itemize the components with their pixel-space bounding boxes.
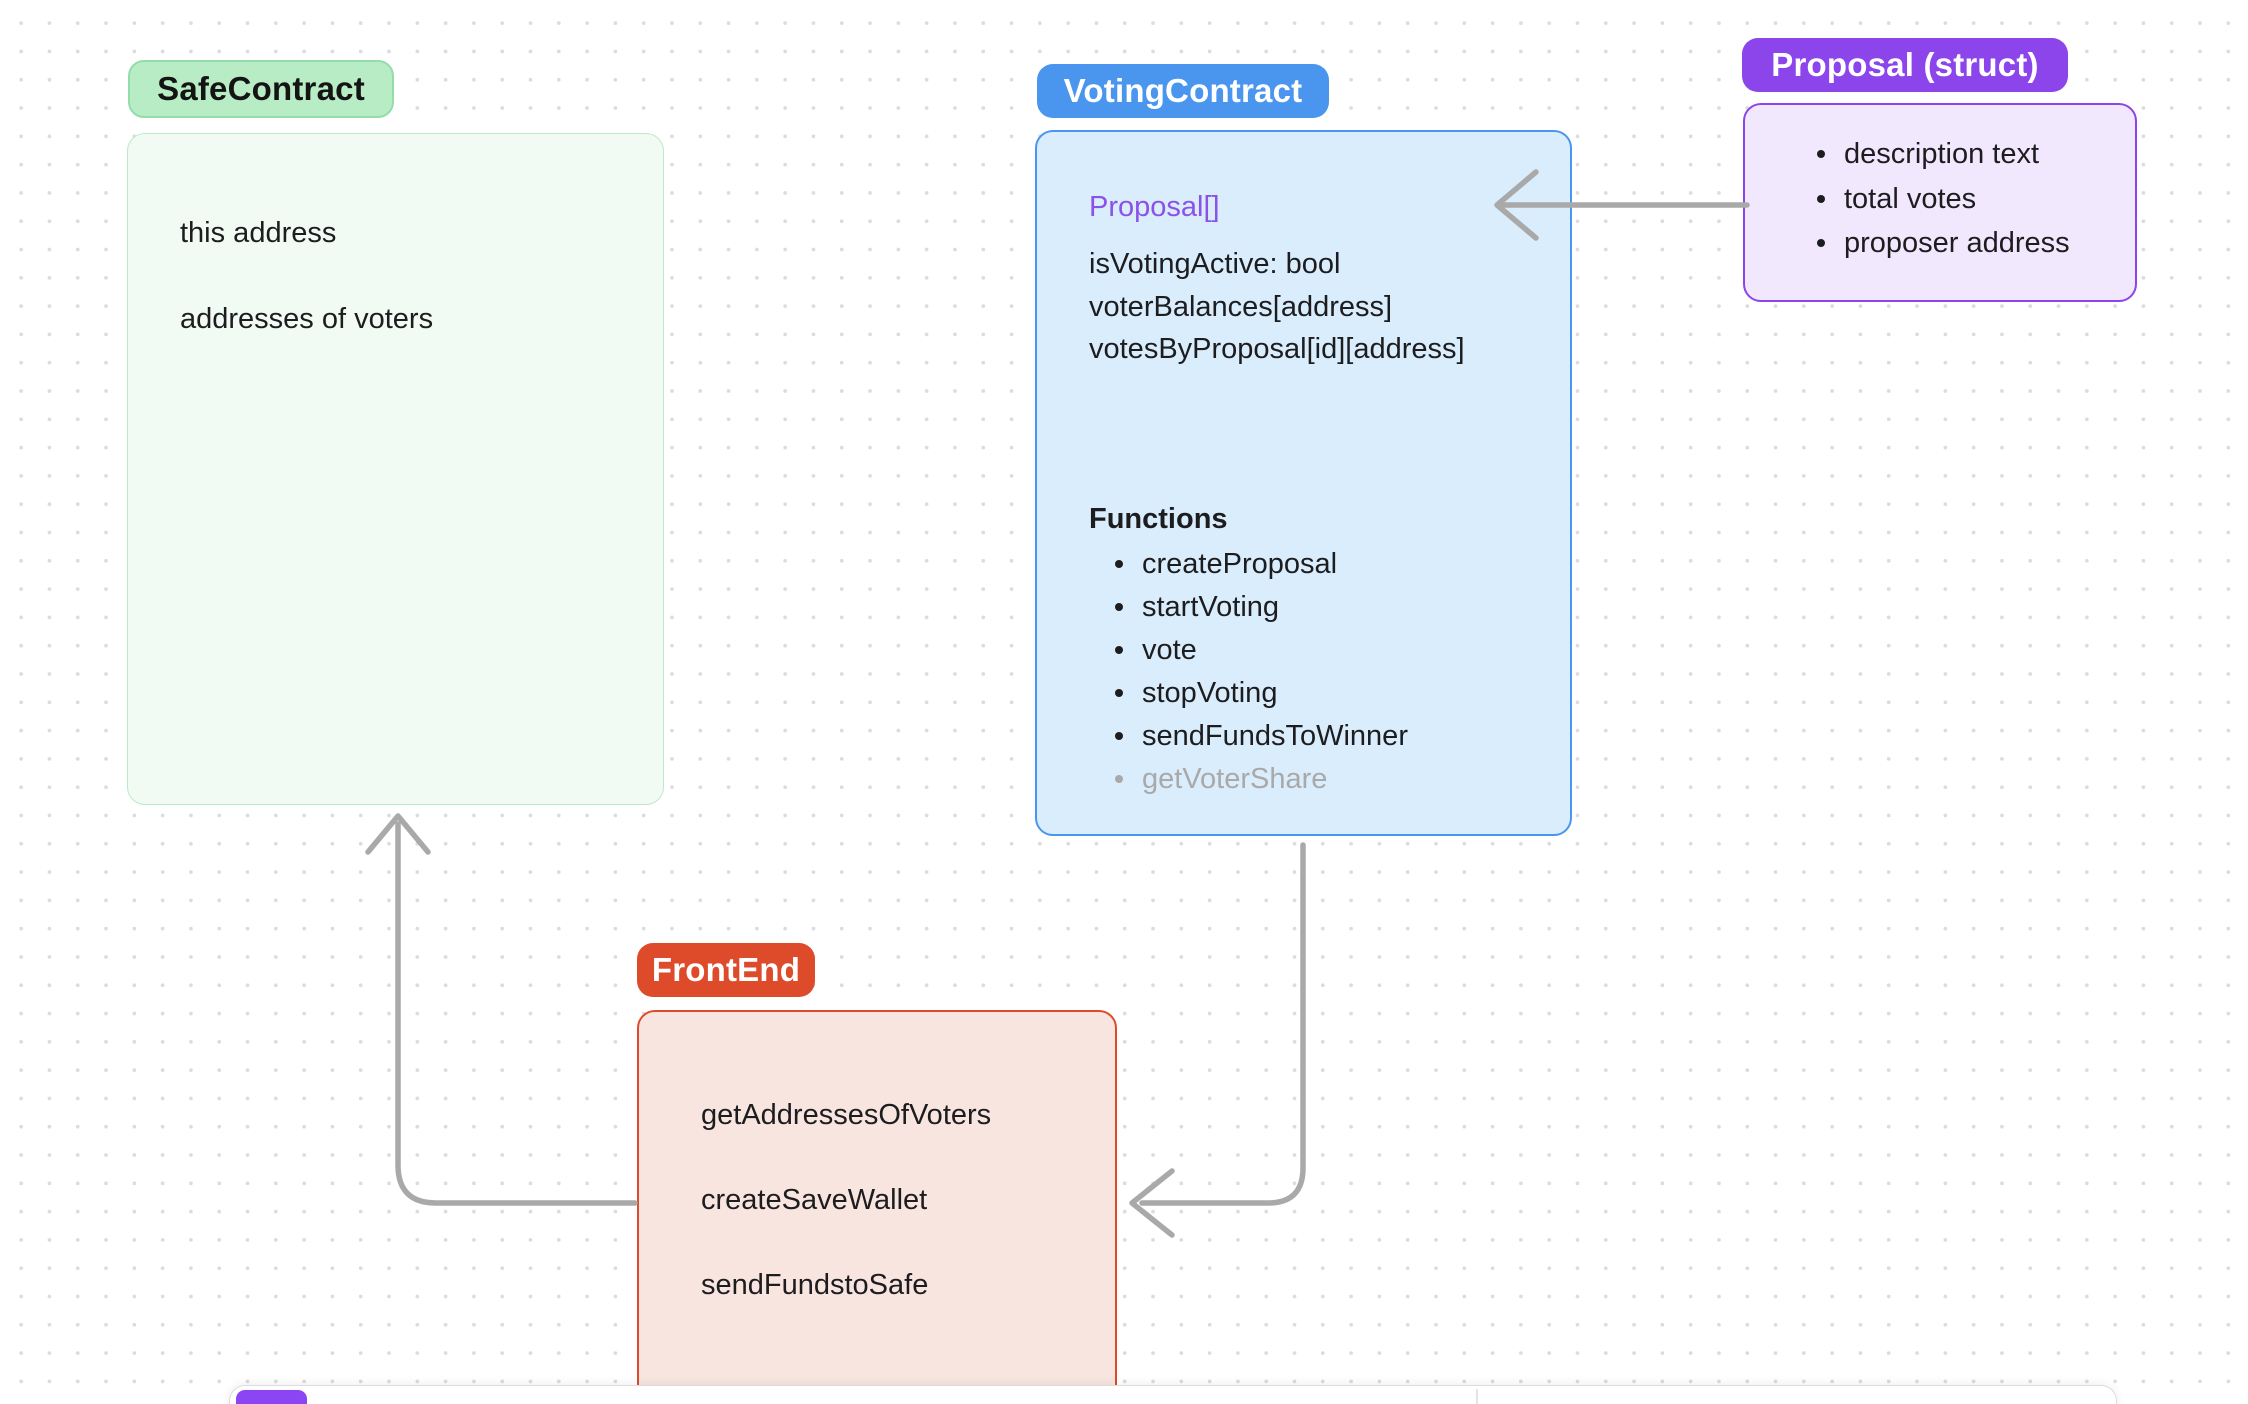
- safe-contract-item[interactable]: addresses of voters: [180, 303, 434, 335]
- function-item[interactable]: sendFundsToWinner: [1115, 716, 1408, 756]
- arrow-voting-to-frontend[interactable]: [1129, 842, 1306, 1238]
- struct-field-item[interactable]: proposer address: [1817, 223, 2070, 263]
- frontend-item[interactable]: sendFundstoSafe: [701, 1269, 929, 1301]
- bullet-icon: [1115, 689, 1123, 697]
- function-label: createProposal: [1142, 548, 1338, 580]
- bullet-icon: [1115, 560, 1123, 568]
- function-label: vote: [1142, 634, 1197, 666]
- proposal-array-field[interactable]: Proposal[]: [1089, 191, 1220, 223]
- function-label: getVoterShare: [1142, 763, 1328, 795]
- bullet-icon: [1115, 646, 1123, 654]
- struct-field-label: proposer address: [1844, 227, 2070, 259]
- struct-field-item[interactable]: description text: [1817, 134, 2039, 174]
- frontend-title-pill[interactable]: FrontEnd: [637, 943, 815, 997]
- struct-field-item[interactable]: total votes: [1817, 179, 1976, 219]
- struct-field-label: description text: [1844, 138, 2040, 170]
- function-item[interactable]: vote: [1115, 630, 1197, 670]
- safe-contract-box[interactable]: this address addresses of voters: [127, 133, 664, 805]
- function-label: stopVoting: [1142, 677, 1278, 709]
- safe-contract-item[interactable]: this address: [180, 217, 337, 249]
- proposal-struct-box[interactable]: description text total votes proposer ad…: [1743, 103, 2137, 302]
- arrow-frontend-to-safe[interactable]: [365, 813, 638, 1206]
- proposal-struct-title-pill[interactable]: Proposal (struct): [1742, 38, 2068, 92]
- state-item[interactable]: votesByProposal[id][address]: [1089, 333, 1465, 365]
- function-label: startVoting: [1142, 591, 1280, 623]
- bottom-toolbar: [229, 1385, 2117, 1404]
- voting-contract-title-pill[interactable]: VotingContract: [1037, 64, 1329, 118]
- bullet-icon: [1115, 732, 1123, 740]
- frontend-item[interactable]: getAddressesOfVoters: [701, 1099, 992, 1131]
- bullet-icon: [1115, 603, 1123, 611]
- state-item[interactable]: voterBalances[address]: [1089, 291, 1393, 323]
- frontend-box[interactable]: getAddressesOfVoters createSaveWallet se…: [637, 1010, 1117, 1404]
- voting-contract-box[interactable]: Proposal[] isVotingActive: bool voterBal…: [1035, 130, 1572, 836]
- bullet-icon: [1817, 195, 1825, 203]
- bullet-icon: [1115, 775, 1123, 783]
- function-item[interactable]: startVoting: [1115, 587, 1279, 627]
- frontend-item[interactable]: createSaveWallet: [701, 1184, 928, 1216]
- function-item[interactable]: stopVoting: [1115, 673, 1277, 713]
- function-item-muted[interactable]: getVoterShare: [1115, 759, 1327, 799]
- function-item[interactable]: createProposal: [1115, 544, 1337, 584]
- struct-field-label: total votes: [1844, 183, 1977, 215]
- state-item[interactable]: isVotingActive: bool: [1089, 248, 1341, 280]
- function-label: sendFundsToWinner: [1142, 720, 1408, 752]
- bullet-icon: [1817, 150, 1825, 158]
- safe-contract-title-pill[interactable]: SafeContract: [128, 60, 394, 118]
- functions-heading[interactable]: Functions: [1089, 503, 1228, 535]
- bullet-icon: [1817, 239, 1825, 247]
- toolbar-divider: [1476, 1389, 1478, 1404]
- active-tool-button[interactable]: [236, 1390, 307, 1404]
